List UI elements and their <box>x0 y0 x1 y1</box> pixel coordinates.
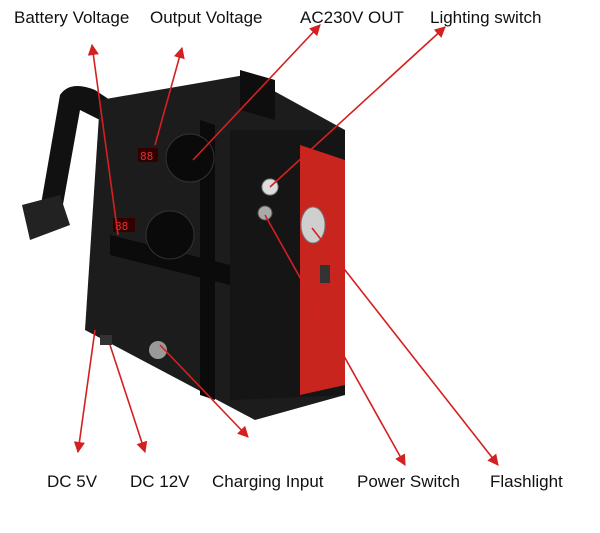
ac-socket-1 <box>165 133 215 183</box>
arrow-ac-out <box>192 24 321 161</box>
svg-text:88: 88 <box>115 220 128 233</box>
ac-socket-2 <box>145 210 195 260</box>
label-power-switch: Power Switch <box>357 472 460 491</box>
label-flashlight: Flashlight <box>490 472 563 491</box>
label-ac-out: AC230V OUT <box>300 8 404 27</box>
flashlight-lens <box>300 206 326 244</box>
annotation-arrows <box>73 24 499 466</box>
label-lighting-switch: Lighting switch <box>430 8 542 27</box>
label-dc5v: DC 5V <box>47 472 98 491</box>
battery-voltage-display <box>138 148 158 162</box>
arrow-dc5v <box>73 329 96 454</box>
arrow-flashlight <box>311 227 499 466</box>
arrow-charging-input <box>159 344 249 438</box>
arrow-dc12v <box>109 344 148 454</box>
charging-port <box>149 341 167 359</box>
label-dc12v: DC 12V <box>130 472 190 491</box>
arrow-power-switch <box>264 214 406 466</box>
arrow-battery-voltage <box>87 43 119 236</box>
arrow-output-voltage <box>154 46 185 146</box>
label-charging-input: Charging Input <box>212 472 324 491</box>
dc-ports <box>100 335 112 345</box>
power-switch <box>257 205 273 221</box>
arrow-lighting-switch <box>269 26 446 188</box>
device-body: 88 88 <box>22 70 345 420</box>
svg-text:88: 88 <box>140 150 153 163</box>
label-output-voltage: Output Voltage <box>150 8 263 27</box>
output-voltage-display <box>113 218 135 232</box>
label-battery-voltage: Battery Voltage <box>14 8 130 27</box>
